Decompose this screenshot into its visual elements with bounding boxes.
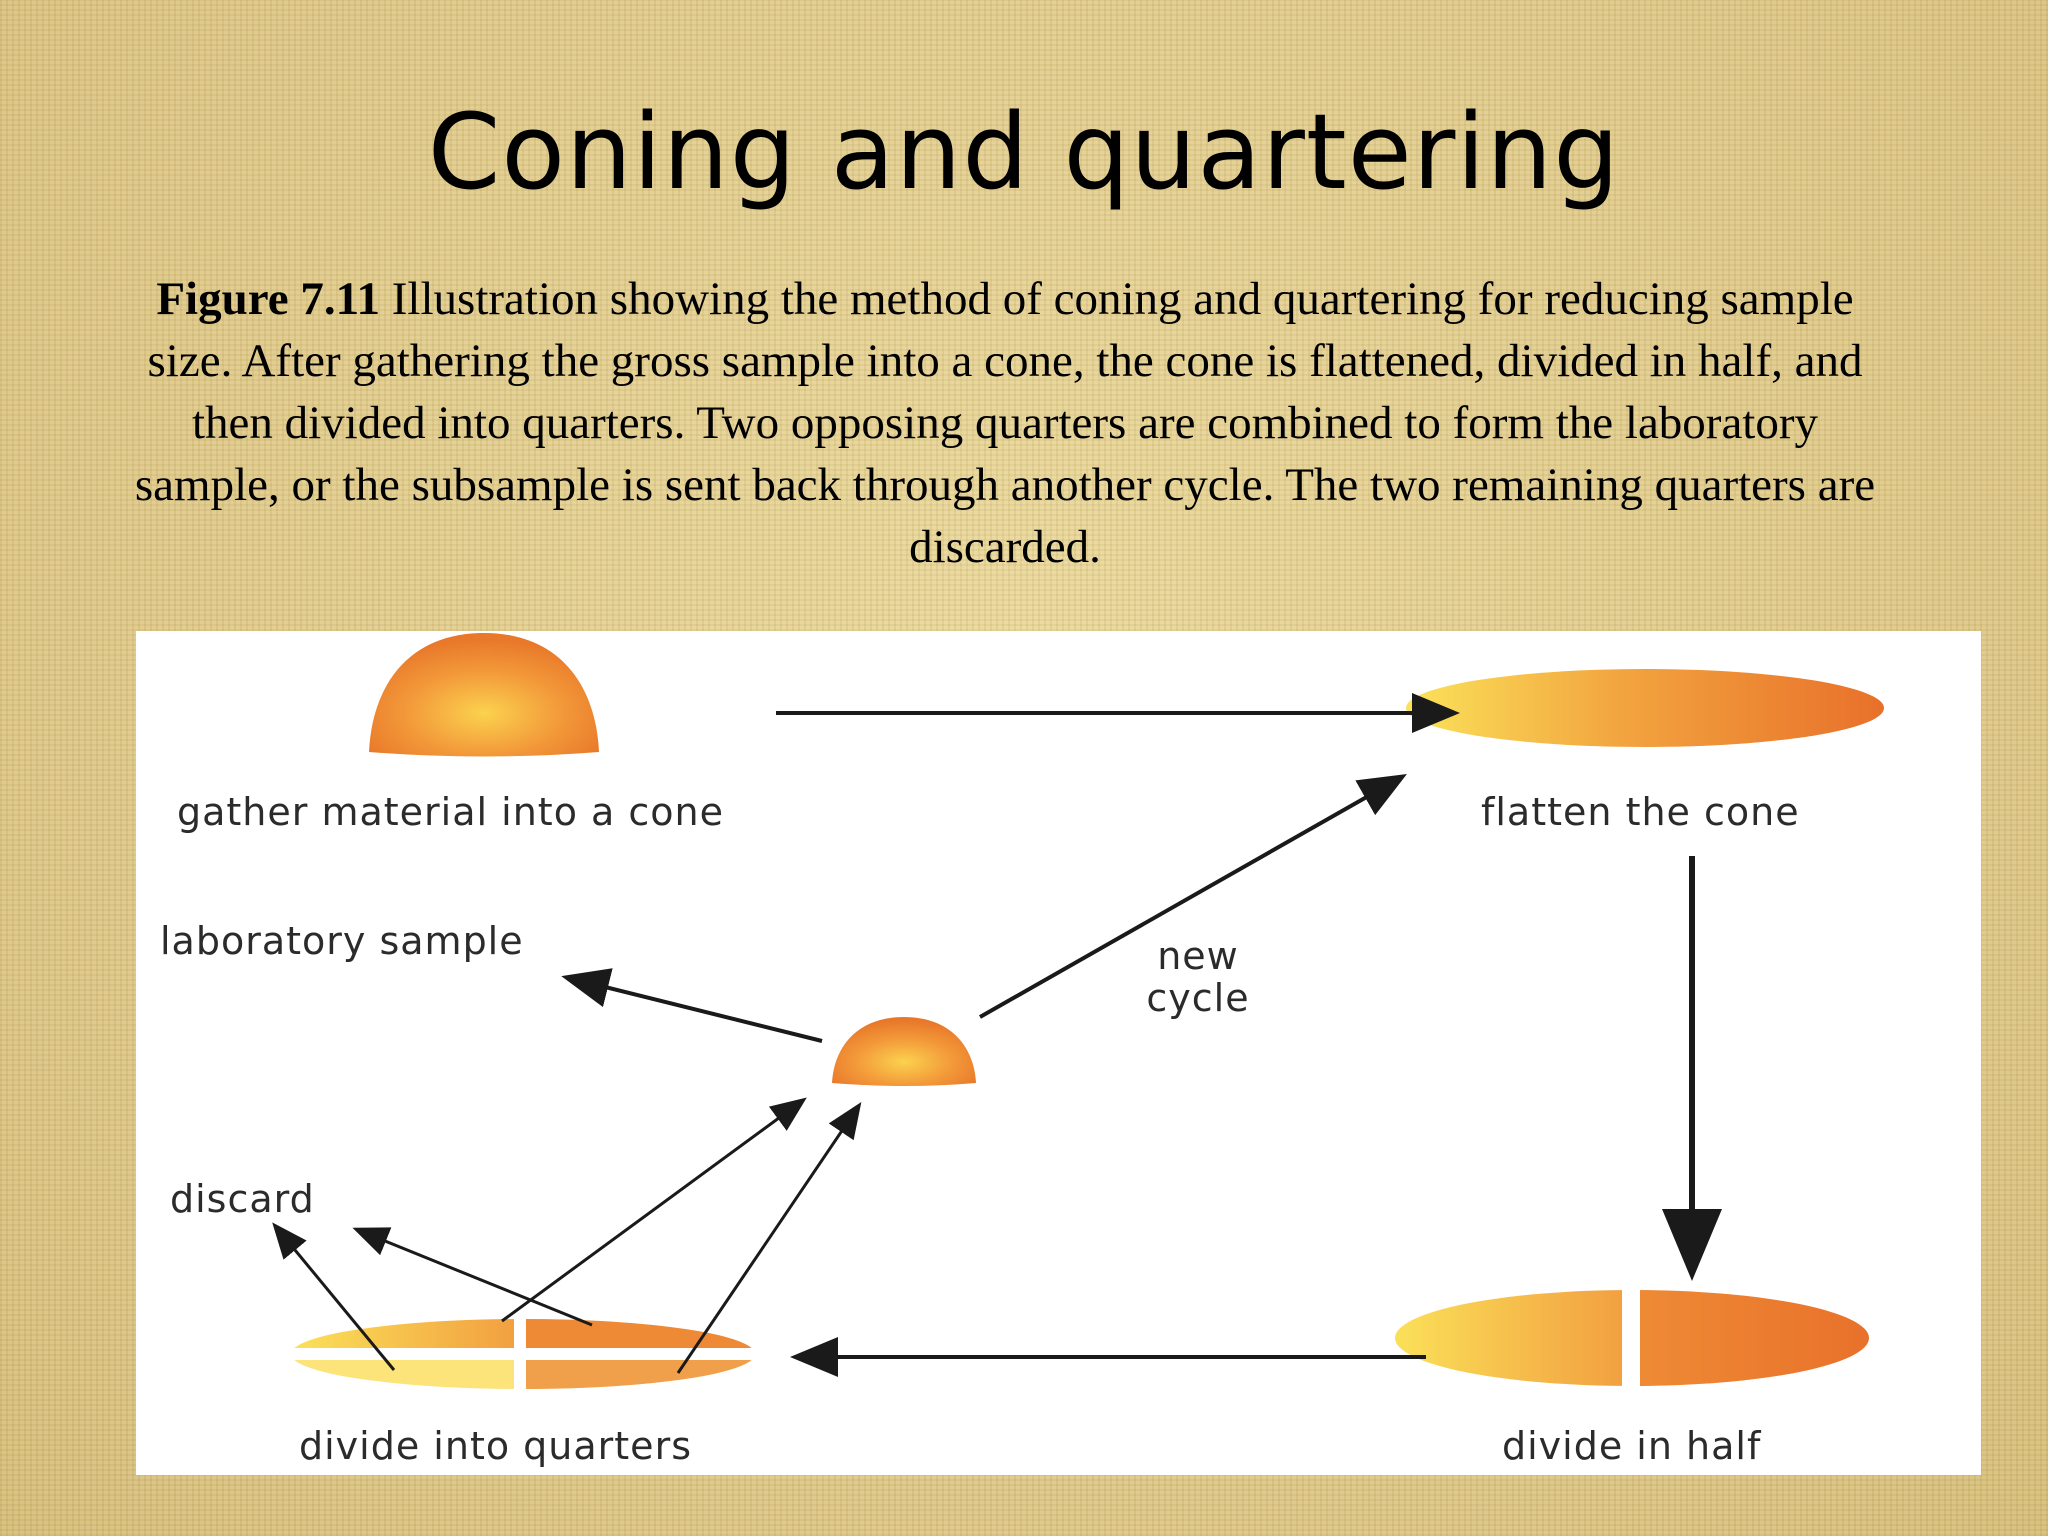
caption-figure-number: Figure 7.11 — [156, 273, 381, 325]
label-new-cycle: new cycle — [1128, 935, 1268, 1019]
arrow-new-cycle — [979, 774, 1407, 1019]
arrow-to-laboratory-sample — [561, 968, 823, 1043]
arrow-quarter-to-subsample-1 — [501, 1097, 807, 1323]
arrow-quarter-to-discard-2 — [352, 1227, 593, 1327]
subsample-cone-shape — [832, 1017, 976, 1086]
halved-cone-shape — [1395, 1290, 1869, 1386]
label-divide-half: divide in half — [1502, 1424, 1762, 1468]
figure-caption: Figure 7.11 Illustration showing the met… — [125, 268, 1885, 578]
arrow-quarter-to-discard-1 — [272, 1222, 396, 1371]
arrow-quarter-to-subsample-2 — [676, 1102, 862, 1374]
label-laboratory-sample: laboratory sample — [160, 919, 524, 963]
label-cycle: cycle — [1146, 976, 1250, 1020]
label-flatten-cone: flatten the cone — [1481, 790, 1800, 834]
gathered-cone-shape — [369, 633, 599, 757]
label-divide-quarters: divide into quarters — [299, 1424, 692, 1468]
label-gather-material: gather material into a cone — [177, 790, 724, 834]
slide-title: Coning and quartering — [427, 91, 1621, 213]
label-new: new — [1157, 934, 1239, 978]
flattened-cone-shape — [1406, 669, 1884, 747]
caption-text: Illustration showing the method of conin… — [134, 273, 1876, 573]
label-discard: discard — [170, 1177, 315, 1221]
diagram-graphics — [272, 633, 1884, 1389]
coning-quartering-diagram: gather material into a cone flatten the … — [136, 631, 1981, 1475]
